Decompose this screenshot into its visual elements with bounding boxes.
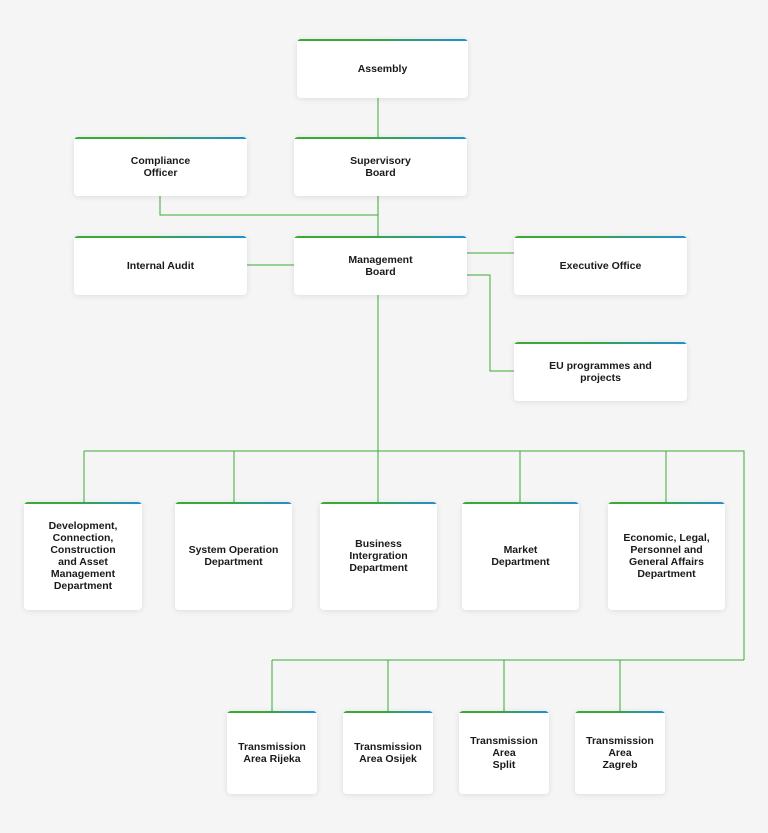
node-label: Economic, Legal, Personnel and General A… [623, 532, 710, 580]
node-assembly: Assembly [297, 39, 468, 98]
node-label: Transmission Area Osijek [354, 740, 422, 765]
node-label: Transmission Area Rijeka [238, 740, 306, 765]
node-label: Executive Office [559, 259, 642, 272]
line-eu-programmes [467, 274, 514, 372]
node-internal-audit: Internal Audit [74, 236, 247, 295]
node-management-board: Management Board [294, 236, 467, 295]
node-executive-office: Executive Office [514, 236, 687, 295]
node-eu-programmes: EU programmes and projects [514, 342, 687, 401]
node-department: System Operation Department [175, 502, 292, 610]
node-label: Supervisory Board [350, 154, 411, 179]
node-department: Development, Connection, Construction an… [24, 502, 142, 610]
node-transmission-area: Transmission Area Split [459, 711, 549, 794]
node-label: Market Department [491, 544, 550, 568]
node-label: System Operation Department [188, 544, 279, 568]
node-label: Compliance Officer [130, 154, 191, 179]
node-label: Development, Connection, Construction an… [48, 520, 118, 592]
node-department: Economic, Legal, Personnel and General A… [608, 502, 725, 610]
node-transmission-area: Transmission Area Zagreb [575, 711, 665, 794]
node-label: Management Board [348, 253, 413, 278]
node-supervisory-board: Supervisory Board [294, 137, 467, 196]
node-label: Transmission Area Split [470, 734, 538, 771]
node-transmission-area: Transmission Area Rijeka [227, 711, 317, 794]
node-label: Transmission Area Zagreb [586, 734, 654, 771]
node-label: EU programmes and projects [549, 359, 652, 384]
node-department: Business Intergration Department [320, 502, 437, 610]
line-department-bus [84, 450, 745, 660]
node-label: Assembly [357, 62, 408, 75]
node-compliance-officer: Compliance Officer [74, 137, 247, 196]
node-transmission-area: Transmission Area Osijek [343, 711, 433, 794]
node-label: Internal Audit [126, 259, 195, 272]
node-department: Market Department [462, 502, 579, 610]
line-compliance [159, 196, 378, 216]
node-label: Business Intergration Department [349, 538, 408, 574]
